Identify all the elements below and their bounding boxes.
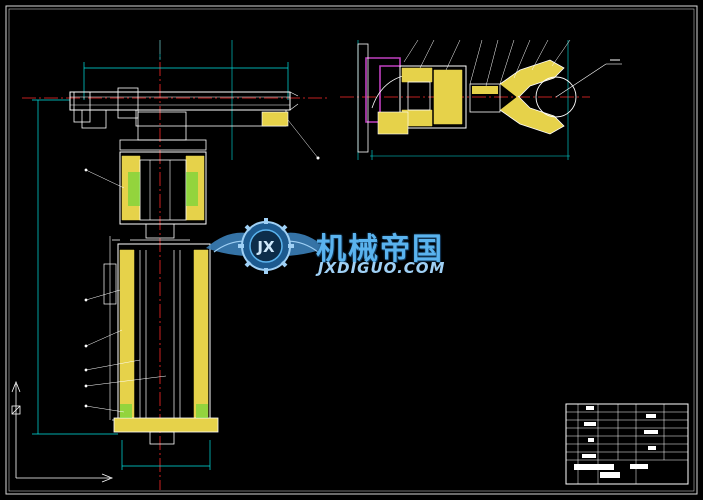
upper-jaw (499, 59, 565, 99)
ucs-axis-icon (11, 380, 114, 483)
title-block (565, 403, 689, 485)
watermark-logo: JX (206, 218, 326, 274)
mounting-flange (365, 57, 401, 123)
horizontal-arm (69, 91, 291, 111)
watermark-brand-cn: 机械帝国 (316, 232, 444, 267)
base-flange (113, 417, 219, 433)
gripper-detail-view (340, 39, 622, 160)
outer-frame (5, 5, 698, 495)
inner-frame (8, 8, 695, 492)
arm-end-hatched (261, 111, 289, 127)
main-column-view (11, 40, 330, 490)
part-leaders (84, 168, 167, 413)
workpiece-circle (535, 76, 577, 118)
watermark-brand-url: JXDIGUO.COM (318, 259, 446, 277)
lower-jaw (499, 95, 565, 135)
logo-letters: JX (256, 238, 275, 256)
gripper-body (399, 65, 467, 129)
